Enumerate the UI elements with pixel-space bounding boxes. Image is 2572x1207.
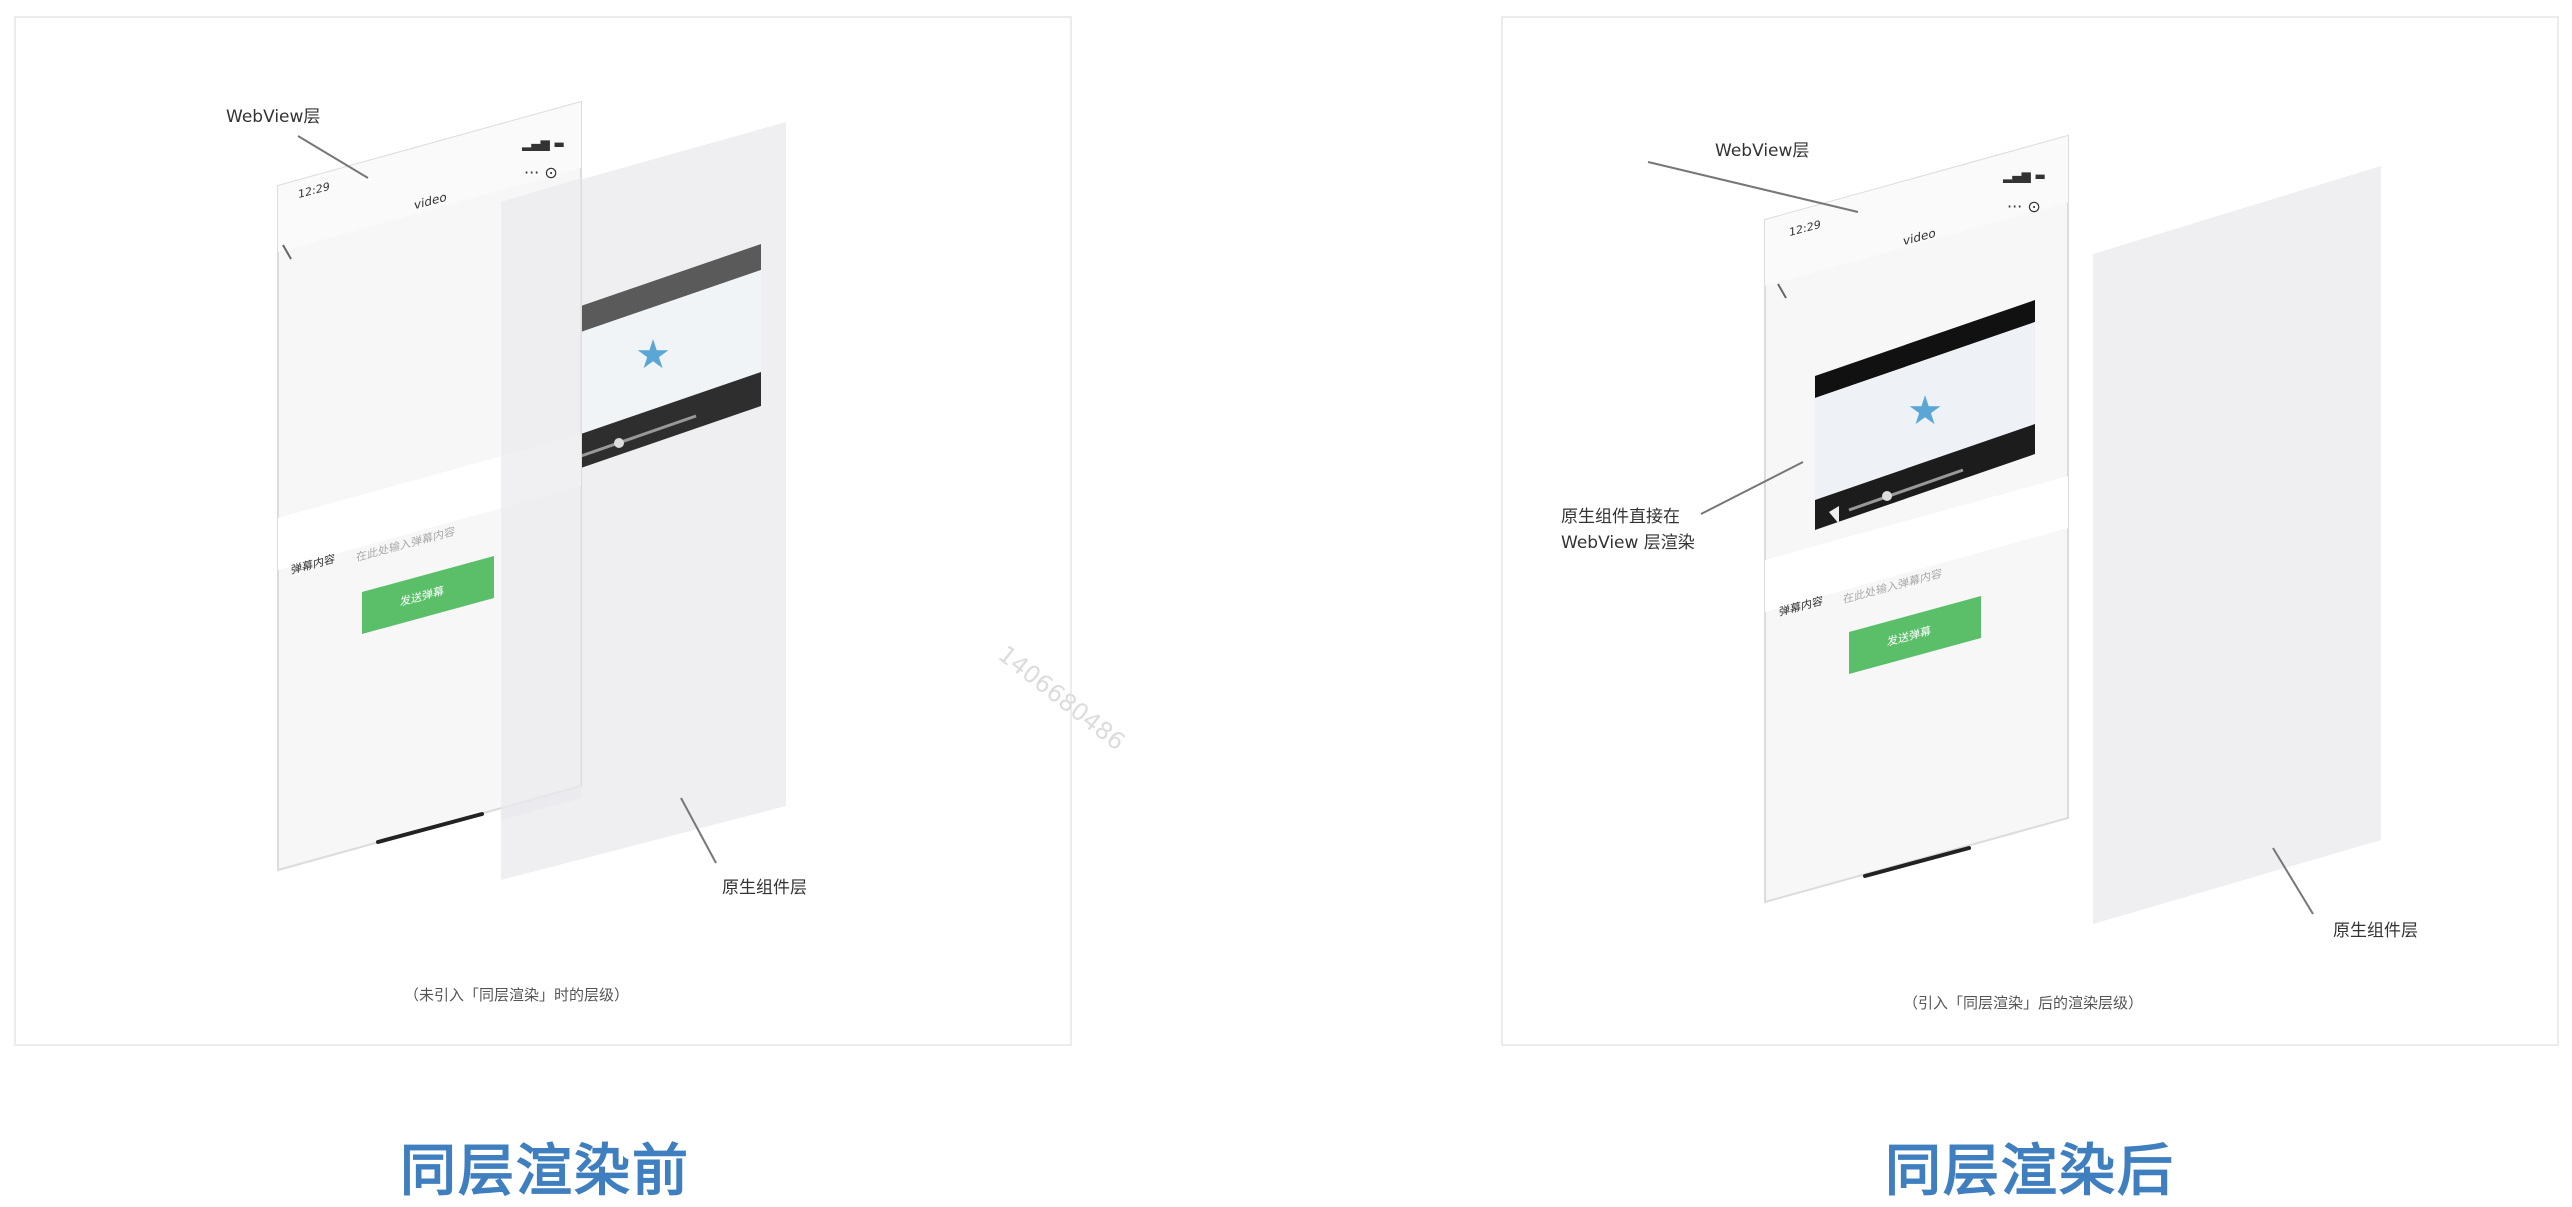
phone-mockup: ★ ▂▄▆ ▬ ··· ⊙ (1764, 134, 2069, 904)
svg-text:▂▄▆ ▬: ▂▄▆ ▬ (521, 137, 565, 151)
native-layer-label: 原生组件层 (722, 878, 807, 898)
before-caption: （未引入「同层渲染」时的层级） (404, 986, 630, 1004)
send-danmaku-button-shape (1849, 596, 1981, 674)
native-leader-line (680, 797, 717, 864)
svg-text:★: ★ (1907, 388, 1943, 434)
webview-leader-line (297, 135, 369, 179)
svg-text:★: ★ (635, 332, 671, 378)
diagram-after-svg: ★ ▂▄▆ ▬ ··· ⊙ (1647, 134, 2381, 924)
svg-text:▂▄▆ ▬: ▂▄▆ ▬ (2002, 169, 2046, 183)
send-danmaku-button-shape (362, 556, 494, 634)
native-layer-plane (2093, 166, 2381, 924)
native-layer-label: 原生组件层 (2333, 921, 2418, 941)
title-before: 同层渲染前 (400, 1139, 690, 1204)
svg-text:··· ⊙: ··· ⊙ (2007, 197, 2041, 216)
native-layer-overlap (501, 178, 581, 820)
annotation-line-2: WebView 层渲染 (1561, 533, 1695, 553)
webview-layer-label: WebView层 (226, 107, 321, 127)
diagram-before-panel: ★ ▂▄▆ ▬ ··· ⊙ 12:29 video 弹幕内容 在此处输入弹幕内容… (14, 16, 1072, 1046)
annotation-leader-line (1700, 461, 1804, 515)
native-video: ★ (546, 244, 761, 480)
svg-text:··· ⊙: ··· ⊙ (524, 163, 558, 182)
diagram-before-svg: ★ ▂▄▆ ▬ ··· ⊙ (277, 100, 786, 880)
annotation-line-1: 原生组件直接在 (1561, 507, 1680, 527)
webview-video: ★ (1815, 300, 2035, 530)
webview-layer-label: WebView层 (1715, 141, 1810, 161)
webview-leader-line (1647, 161, 1859, 213)
diagram-after-panel: ★ ▂▄▆ ▬ ··· ⊙ 12:29 video 弹幕内容 在此处输入弹幕内容… (1501, 16, 2559, 1046)
title-after: 同层渲染后 (1885, 1139, 2175, 1204)
native-leader-line (2272, 847, 2314, 915)
after-caption: （引入「同层渲染」后的渲染层级） (1903, 994, 2144, 1012)
